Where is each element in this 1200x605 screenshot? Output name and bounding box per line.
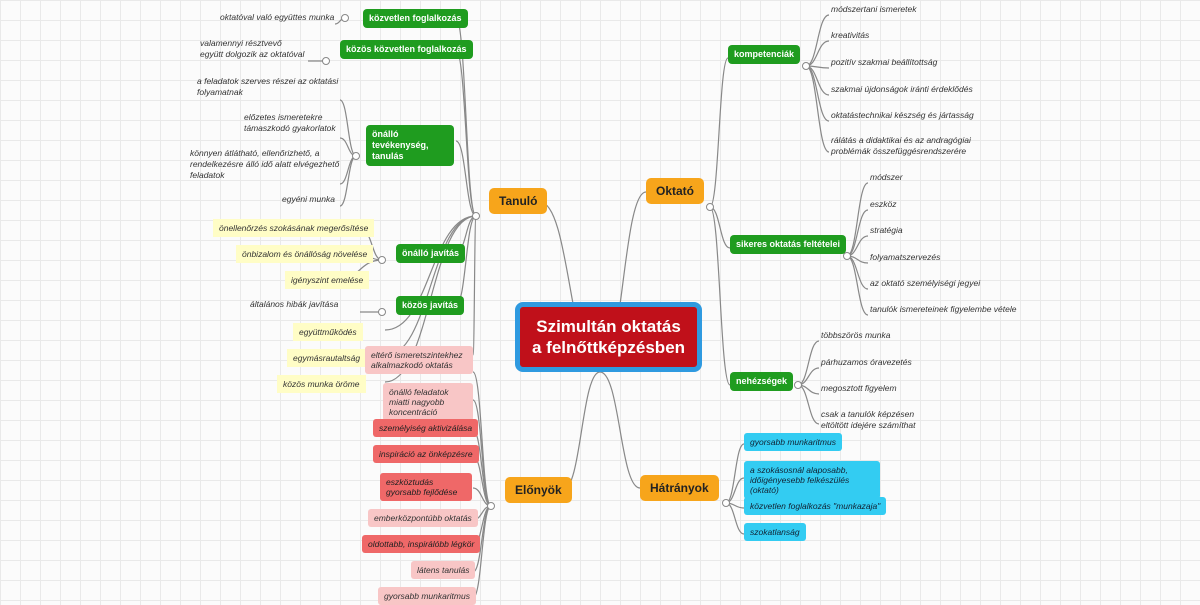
central-topic-line2: a felnőttképzésben [532, 338, 686, 357]
leaf-szakmai-ujdonsagok[interactable]: szakmai újdonságok iránti érdeklődés [831, 84, 973, 94]
leaf-tobbszoros-munka[interactable]: többszörös munka [821, 330, 891, 340]
topic-hatranyok[interactable]: Hátrányok [640, 475, 719, 501]
leaf-oktatoval-egyuttes-munka[interactable]: oktatóval való együttes munka [220, 12, 335, 22]
leaf-oktato-szemelyisegi-jegyei[interactable]: az oktató személyiségi jegyei [870, 278, 981, 288]
link-tanulo-8 [472, 215, 477, 356]
link-feltetel-5 [846, 255, 869, 316]
link-central-hatranyok [599, 371, 641, 489]
hub-kozos-jav[interactable] [378, 308, 386, 316]
subtopic-kompetenciak[interactable]: kompetenciák [728, 45, 801, 64]
leaf-egyeni-munka[interactable]: egyéni munka [282, 194, 335, 204]
leaf-szokatlansag[interactable]: szokatlanság [744, 523, 806, 541]
leaf-onbizalom[interactable]: önbizalom és önállóság növelése [236, 245, 374, 263]
leaf-modszer[interactable]: módszer [870, 172, 903, 182]
link-central-elonyok [562, 371, 601, 491]
hub-kozos[interactable] [322, 57, 330, 65]
link-oktato-2 [709, 206, 731, 386]
leaf-emberkozpontubb[interactable]: emberközpontúbb oktatás [368, 509, 478, 527]
leaf-tanulok-ismeretei[interactable]: tanulók ismereteinek figyelembe vétele [870, 304, 1017, 314]
leaf-latens-tanulas[interactable]: látens tanulás [411, 561, 476, 579]
hub-tanulo[interactable] [472, 212, 480, 220]
leaf-igenyszint[interactable]: igényszint emelése [285, 271, 370, 289]
subtopic-kozvetlen-foglalkozas[interactable]: közvetlen foglalkozás [363, 9, 468, 28]
hub-nehezsegek[interactable] [794, 381, 802, 389]
leaf-pozitiv-szakmai[interactable]: pozitív szakmai beállítottság [831, 57, 938, 67]
central-topic-line1: Szimultán oktatás [536, 317, 681, 336]
subtopic-onallo-tevekenyseg[interactable]: önálló tevékenység, tanulás [366, 125, 454, 166]
leaf-elozetes-ismeretekre[interactable]: előzetes ismeretekre támaszkodó gyakorla… [244, 112, 336, 133]
link-elonyok-0 [472, 371, 492, 507]
subtopic-sikeres-oktatas-feltetelei[interactable]: sikeres oktatás feltételei [730, 235, 847, 254]
subtopic-nehezsegek[interactable]: nehézségek [730, 372, 794, 391]
leaf-feladatok-szerves-reszei[interactable]: a feladatok szerves részei az oktatási f… [197, 76, 339, 97]
link-tanulo-5 [384, 215, 477, 331]
leaf-strategia[interactable]: stratégia [870, 225, 903, 235]
leaf-folyamatszervezes[interactable]: folyamatszervezés [870, 252, 941, 262]
leaf-kreativitas[interactable]: kreativitás [831, 30, 870, 40]
hub-kompetenciak[interactable] [802, 62, 810, 70]
leaf-szemelyiseg-aktivizalasa[interactable]: személyiség aktivizálása [373, 419, 479, 437]
hub-feltetelek[interactable] [843, 252, 851, 260]
central-topic[interactable]: Szimultán oktatás a felnőttképzésben [515, 302, 703, 372]
leaf-egyuttmukodes[interactable]: együttműködés [293, 323, 363, 341]
hub-onallo-jav[interactable] [378, 256, 386, 264]
hub-kozvetlen[interactable] [341, 14, 349, 22]
link-kompetencia-1 [805, 40, 830, 67]
leaf-inspiracio-onkepzesre[interactable]: inspiráció az önképzésre [373, 445, 479, 463]
leaf-eszkoz[interactable]: eszköz [870, 199, 897, 209]
topic-oktato[interactable]: Oktató [646, 178, 705, 204]
link-nehezseg-0 [797, 340, 820, 386]
leaf-csak-tanulok-idejere[interactable]: csak a tanulók képzésen eltöltött idejér… [821, 409, 916, 430]
link-kompetencia-5 [805, 65, 830, 153]
leaf-gyorsabb-munkaritmus-elony[interactable]: gyorsabb munkaritmus [378, 587, 476, 605]
leaf-oldottabb-legkor[interactable]: oldottabb, inspirálóbb légkör [362, 535, 481, 553]
hub-onallo-tev[interactable] [352, 152, 360, 160]
link-hatranyok-1 [725, 477, 745, 504]
link-tanulo-1 [455, 49, 477, 217]
link-kompetencia-0 [805, 14, 830, 67]
leaf-szokasosnal-alaposabb[interactable]: a szokásosnál alaposabb, időigényesebb f… [744, 461, 880, 499]
hub-oktato[interactable] [706, 203, 714, 211]
leaf-konnyen-atlathato[interactable]: könnyen átlátható, ellenőrizhető, a rend… [190, 148, 340, 180]
leaf-valamennyi-resztvevo[interactable]: valamennyi résztvevő együtt dolgozik az … [200, 38, 305, 59]
leaf-altalanos-hibak[interactable]: általános hibák javítása [250, 299, 339, 309]
leaf-kozvetlen-munkazaja[interactable]: közvetlen foglalkozás "munkazaja" [744, 497, 887, 515]
link-hatranyok-0 [725, 443, 745, 504]
leaf-eltero-ismeretszintekhez[interactable]: eltérő ismeretszintekhez alkalmazkodó ok… [365, 346, 473, 374]
leaf-gyorsabb-munkaritmus[interactable]: gyorsabb munkaritmus [744, 433, 842, 451]
hub-hatranyok[interactable] [722, 499, 730, 507]
topic-tanulo[interactable]: Tanuló [489, 188, 548, 214]
leaf-oktatastechnikai[interactable]: oktatástechnikai készség és jártasság [831, 110, 974, 120]
leaf-megosztott-figyelem[interactable]: megosztott figyelem [821, 383, 897, 393]
hub-elonyok[interactable] [487, 502, 495, 510]
subtopic-kozos-javitas[interactable]: közös javítás [396, 296, 465, 315]
link-nehezseg-1 [797, 367, 820, 386]
leaf-modszertani-ismeretek[interactable]: módszertani ismeretek [831, 4, 917, 14]
leaf-ralatas[interactable]: rálátás a didaktikai és az andragógiai p… [831, 135, 971, 156]
leaf-egymasrautaltsag[interactable]: egymásrautaltság [287, 349, 367, 367]
leaf-onellenorzes[interactable]: önellenőrzés szokásának megerősítése [213, 219, 375, 237]
topic-elonyok[interactable]: Előnyök [505, 477, 572, 503]
link-tanulo-2 [455, 140, 477, 217]
leaf-eszkoztudas[interactable]: eszköztudás gyorsabb fejlődése [380, 473, 472, 501]
subtopic-kozos-kozvetlen-foglalkozas[interactable]: közös közvetlen foglalkozás [340, 40, 473, 59]
link-elonyok-1 [472, 399, 492, 507]
link-nehezseg-3 [797, 384, 820, 425]
leaf-onallo-feladatok[interactable]: önálló feladatok miatti nagyobb koncentr… [383, 383, 473, 421]
leaf-parhuzamos-oravezetes[interactable]: párhuzamos óravezetés [821, 357, 912, 367]
link-oktato-0 [709, 57, 729, 208]
leaf-kozos-munka-oreme[interactable]: közös munka öröme [277, 375, 366, 393]
subtopic-onallo-javitas[interactable]: önálló javítás [396, 244, 466, 263]
